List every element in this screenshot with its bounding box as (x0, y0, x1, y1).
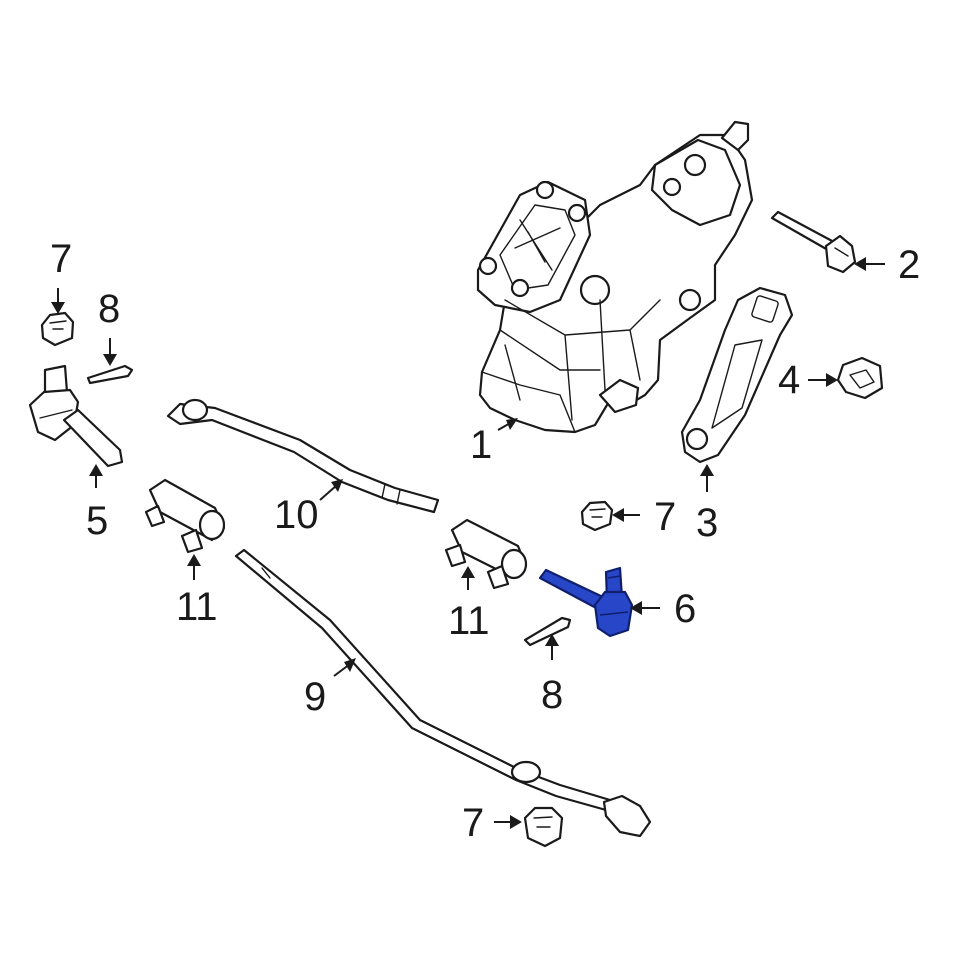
leader-arrows (51, 257, 885, 829)
callout-7-bottom: 7 (462, 801, 484, 845)
callout-3: 3 (696, 501, 718, 545)
callout-2: 2 (898, 243, 920, 287)
callout-11-right: 11 (448, 599, 490, 643)
castle-nut-bottom[interactable] (523, 806, 564, 848)
cotter-pin-right[interactable] (523, 616, 572, 647)
cotter-pin-left[interactable] (86, 364, 134, 385)
castle-nut-right[interactable] (580, 500, 614, 532)
adjuster-sleeve-left[interactable] (144, 478, 226, 554)
tie-rod-end-left[interactable] (28, 364, 124, 468)
adjuster-sleeve-right[interactable] (444, 518, 528, 590)
callout-1: 1 (470, 423, 492, 467)
callout-8-left: 8 (98, 287, 120, 331)
pitman-bolt[interactable] (770, 210, 857, 274)
callout-9: 9 (304, 675, 326, 719)
callout-7-left: 7 (50, 237, 72, 281)
callout-labels: 1 2 3 4 5 6 7 7 7 8 8 9 10 11 11 (50, 237, 920, 845)
callout-7-right: 7 (654, 495, 676, 539)
tie-rod-tube[interactable] (166, 398, 440, 514)
callout-4: 4 (778, 358, 800, 402)
callout-8-right: 8 (541, 673, 563, 717)
drag-link[interactable] (234, 548, 652, 838)
pitman-arm[interactable] (680, 286, 794, 464)
castle-nut-left[interactable] (40, 311, 75, 347)
pitman-nut[interactable] (836, 356, 884, 400)
callout-6: 6 (674, 587, 696, 631)
callout-10: 10 (274, 493, 319, 537)
callout-11-left: 11 (176, 585, 218, 629)
steering-gear[interactable] (476, 120, 754, 434)
callout-5: 5 (86, 499, 108, 543)
tie-rod-end-right[interactable] (538, 566, 634, 638)
